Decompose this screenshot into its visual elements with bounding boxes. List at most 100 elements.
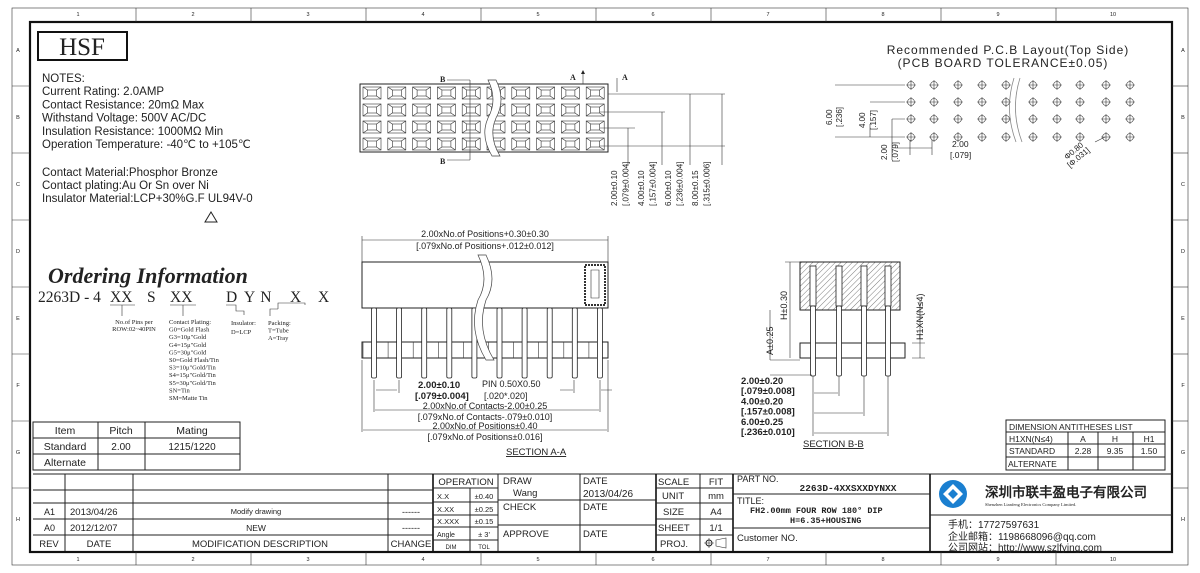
cell: 1215/1220: [168, 442, 216, 453]
cell: STANDARD: [1009, 446, 1055, 456]
tol-header: DIM: [446, 545, 457, 551]
pcb-dim: [.236]: [835, 107, 844, 127]
zone-row-label: A: [1181, 48, 1185, 54]
plating-option: G4=15μ"Gold: [169, 342, 207, 349]
drawer-name: Wang: [513, 488, 537, 499]
header-item: Item: [55, 425, 76, 437]
pin-size: PIN 0.50X0.50: [482, 379, 541, 389]
header: H: [1112, 434, 1118, 444]
material-line: Insulator Material:LCP+30%G.F UL94V-0: [42, 193, 253, 205]
zone-row-label: D: [16, 249, 20, 255]
pcb-hole: [1125, 132, 1135, 142]
pin: [387, 307, 403, 379]
pcb-hole: [953, 114, 963, 124]
pcb-hole: [953, 80, 963, 90]
pcb-hole: [1125, 114, 1135, 124]
pin: [563, 307, 578, 379]
company-logo-icon: [939, 480, 967, 508]
pcb-hole: [1075, 114, 1085, 124]
insulator-option: Insulator:: [231, 320, 256, 327]
contact-cavity: [561, 103, 580, 117]
pcb-dim: 4.00: [858, 112, 867, 128]
customer-no-label: Customer NO.: [737, 533, 798, 544]
pin: [809, 265, 817, 377]
zone-column-label: 4: [421, 557, 424, 563]
pin-row: [362, 307, 603, 379]
pcb-hole: [977, 114, 987, 124]
zone-row-label: C: [16, 182, 20, 188]
sheet-label: SHEET: [658, 523, 690, 534]
zone-column-label: 1: [76, 557, 79, 563]
contacts-dim: 2.00xNo.of Contacts-2.00±0.25: [423, 401, 548, 411]
pin: [835, 265, 843, 377]
pcb-hole: [906, 132, 916, 142]
zone-row-label: B: [1181, 115, 1185, 121]
contact-cavity: [412, 103, 431, 117]
pcb-hole: [1075, 80, 1085, 90]
contact-cavity: [387, 120, 407, 134]
top-view-dim: 6.00±0.10: [664, 170, 673, 206]
top-view: B B A A 2.00±0.10[.079±0.004]4.00±0.10[.…: [359, 70, 725, 206]
pcb-title: Recommended P.C.B Layout(Top Side): [887, 43, 1130, 57]
overall-dim: 2.00xNo.of Positions+0.30±0.30: [421, 229, 549, 239]
section-a-a: 2.00xNo.of Positions+0.30±0.30 [.079xNo.…: [361, 229, 612, 458]
note-line: Current Rating: 2.0AMP: [42, 86, 164, 98]
plating-option: S5=30μ"Gold/Tin: [169, 380, 217, 387]
pcb-hole: [1052, 97, 1062, 107]
bb-dim-list: 2.00±0.20[.079±0.008]4.00±0.20[.157±0.00…: [741, 376, 795, 438]
plating-option: S0=Gold Flash/Tin: [169, 357, 220, 364]
contact-cavity: [387, 86, 407, 100]
insulator-option: D=LCP: [231, 329, 252, 336]
draw-date: 2013/04/26: [583, 489, 633, 500]
company-name-en: Shenzhen Lianfeng Electronics Company Li…: [985, 502, 1076, 507]
contact-cavity: [412, 137, 431, 151]
pcb-dim: 2.00: [952, 139, 969, 149]
size-value: A4: [710, 507, 722, 518]
pcb-hole: [1028, 97, 1038, 107]
material-line-list: Contact Material:Phosphor BronzeContact …: [42, 167, 253, 205]
top-view-dim: 2.00±0.10: [610, 170, 619, 206]
contact-cavity: [511, 86, 531, 100]
notes-heading: NOTES:: [42, 73, 85, 85]
dimension-list-title: DIMENSION ANTITHESES LIST: [1009, 422, 1133, 432]
pcb-hole: [1101, 132, 1111, 142]
tol-dim: X.XX: [437, 505, 454, 514]
tol-value: ±0.40: [475, 492, 494, 501]
operation-label: OPERATION: [438, 477, 493, 488]
tol-dim: X.XXX: [437, 517, 459, 526]
bb-dim: [.079±0.008]: [741, 386, 795, 397]
pcb-dim: [.157]: [869, 110, 878, 130]
pcb-hole: [977, 132, 987, 142]
company-website: 公司网站：http://www.szlfying.com: [948, 541, 1102, 554]
pin: [588, 307, 603, 379]
part-number: 2263D-4XXSXXDYNXX: [800, 483, 897, 494]
zone-row-label: H: [1181, 517, 1185, 523]
zone-row-label: F: [16, 383, 20, 389]
zone-column-label: 5: [536, 12, 539, 18]
pcb-dim: 2.00: [880, 144, 889, 160]
rev-id: A1: [44, 507, 55, 517]
code-pins: XX: [110, 289, 132, 306]
ordering-information: Ordering Information 2263D - 4 XX S XX D…: [38, 263, 329, 402]
company-name: 深圳市联丰盈电子有限公司: [985, 484, 1147, 500]
section-a-marker: A: [570, 73, 576, 82]
cell: 2.00: [111, 442, 131, 453]
a-dim: A±0.25: [765, 327, 775, 355]
section-a-marker: A: [622, 73, 628, 82]
contact-cavity: [362, 86, 382, 100]
top-view-dim: [.315±0.006]: [703, 162, 712, 206]
title-block: A1 2013/04/26 Modify drawing ------ A0 2…: [33, 473, 1172, 554]
contact-cavity: [461, 137, 481, 151]
header: H1: [1144, 434, 1155, 444]
packing-option: A=Tray: [268, 335, 289, 342]
pcb-hole: [1125, 80, 1135, 90]
contact-cavity: [437, 86, 456, 100]
contact-cavity: [437, 103, 456, 117]
section-b-b: H±0.30 A±0.25 H1XN(N≤4) 2.00±0.20[.079±0…: [741, 261, 925, 450]
contact-cavity: [461, 103, 481, 117]
note-line: Contact Resistance: 20mΩ Max: [42, 99, 204, 111]
note-line: Insulation Resistance: 1000MΩ Min: [42, 126, 223, 138]
part-no-label: PART NO.: [737, 474, 779, 484]
pin: [513, 307, 528, 379]
